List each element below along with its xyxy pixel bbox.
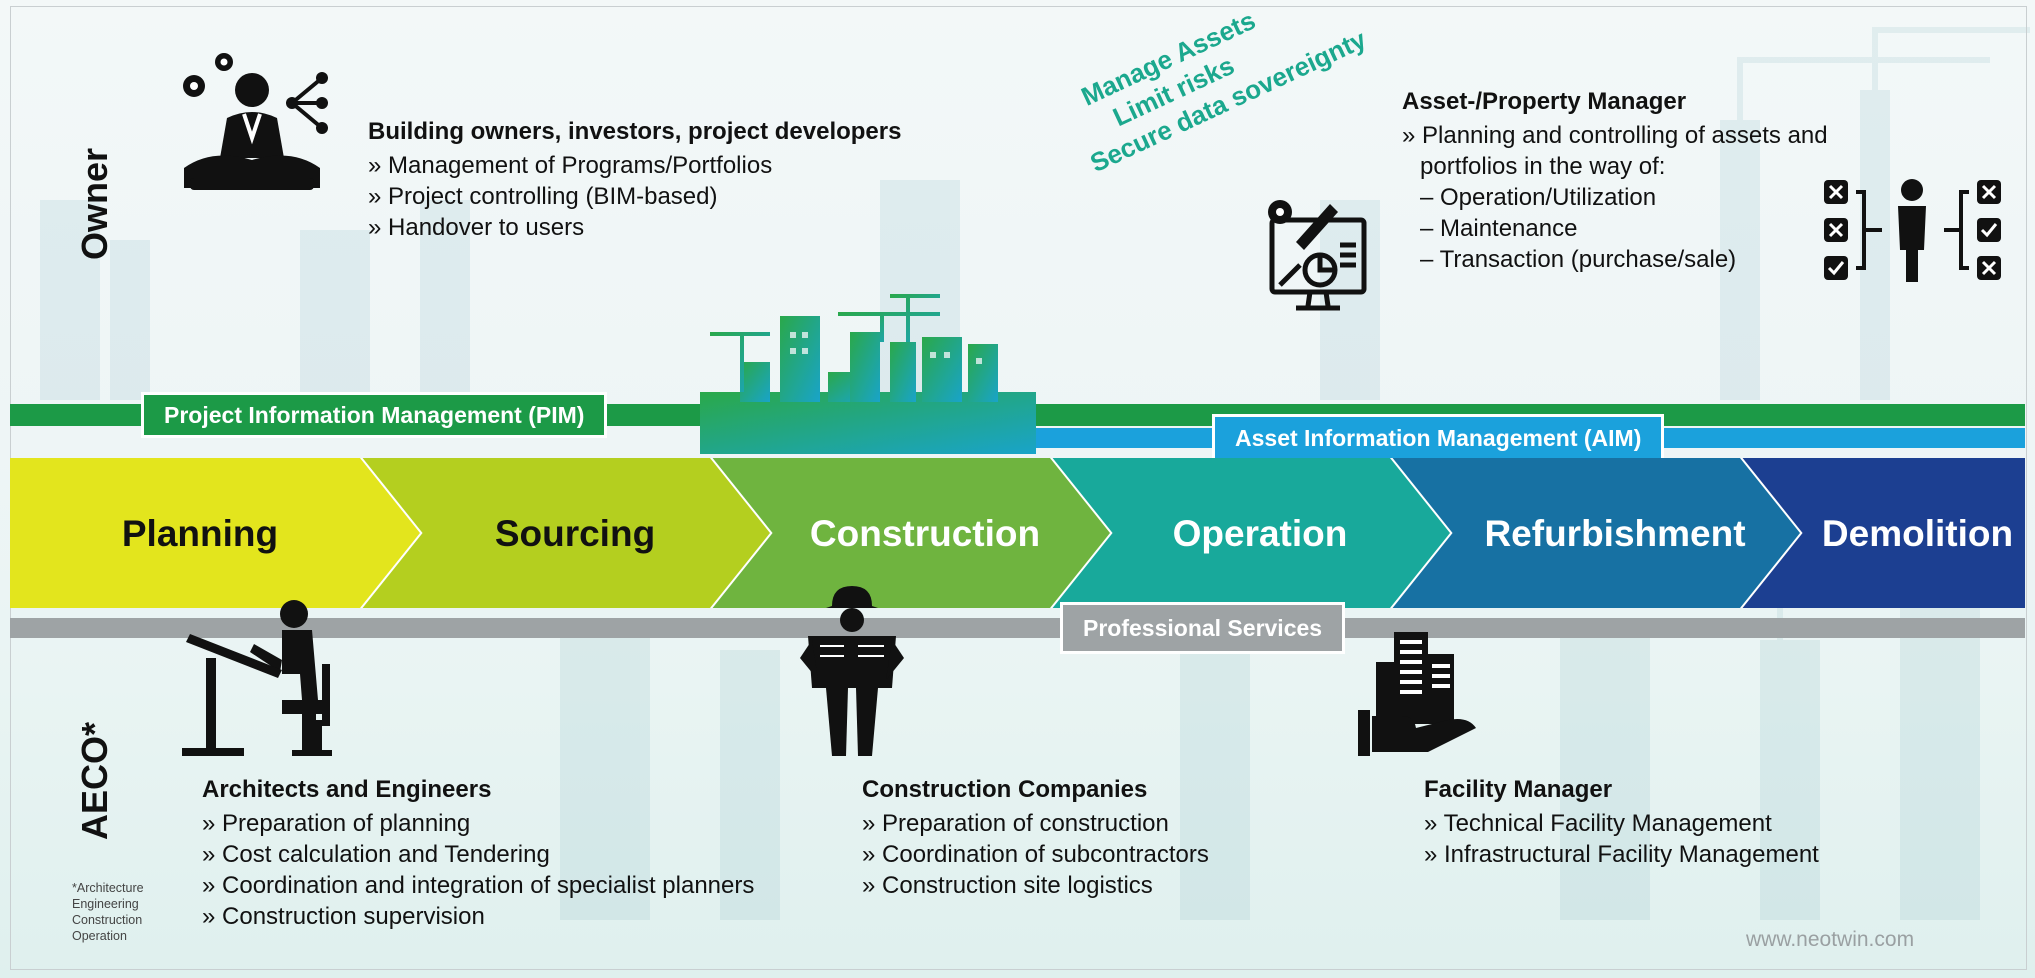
phase-chevron: [10, 458, 420, 608]
asset-manager-item: – Transaction (purchase/sale): [1420, 246, 1737, 273]
architects-item: » Cost calculation and Tendering: [202, 841, 550, 868]
city-skyline-icon: [700, 294, 1036, 454]
network-icon: [286, 72, 328, 134]
owner-item: » Project controlling (BIM-based): [368, 183, 718, 210]
asset-manager-block: Asset-/Property Manager » Planning and c…: [1402, 88, 1828, 275]
construction-companies-title: Construction Companies: [862, 776, 1148, 803]
website-url: www.neotwin.com: [1746, 928, 1915, 951]
facility-manager-item: » Technical Facility Management: [1424, 810, 1772, 837]
pim-label: Project Information Management (PIM): [141, 392, 608, 438]
phase-construction: Construction: [809, 513, 1041, 554]
architects-item: » Coordination and integration of specia…: [202, 872, 755, 899]
facility-manager-title: Facility Manager: [1424, 776, 1613, 803]
construction-companies-item: » Preparation of construction: [862, 810, 1169, 837]
construction-companies-item: » Construction site logistics: [862, 872, 1153, 899]
phase-planning: Planning: [121, 513, 279, 554]
owner-title: Building owners, investors, project deve…: [368, 118, 902, 145]
architects-item: » Construction supervision: [202, 903, 485, 930]
construction-worker-icon: [800, 586, 904, 756]
checklist-person-icon: [1824, 179, 2001, 282]
asset-manager-item: – Maintenance: [1420, 215, 1578, 242]
asset-manager-title: Asset-/Property Manager: [1402, 88, 1687, 115]
phase-operation: Operation: [1172, 513, 1348, 554]
architects-item: » Preparation of planning: [202, 810, 471, 837]
aeco-footnote: *Architecture Engineering Construction O…: [72, 880, 144, 944]
phase-demolition: Demolition: [1821, 513, 2014, 554]
monitor-analytics-icon: [1268, 200, 1367, 311]
footnote-line: Construction: [72, 913, 143, 927]
facility-manager-item: » Infrastructural Facility Management: [1424, 841, 1819, 868]
building-in-hand-icon: [1358, 632, 1476, 756]
owner-block: Building owners, investors, project deve…: [368, 118, 901, 243]
phase-sourcing: Sourcing: [494, 513, 656, 554]
architects-block: Architects and Engineers » Preparation o…: [202, 776, 754, 932]
owner-item: » Handover to users: [368, 214, 585, 241]
phase-refurbishment: Refurbishment: [1484, 513, 1746, 554]
owner-item: » Management of Programs/Portfolios: [368, 152, 773, 179]
facility-manager-block: Facility Manager » Technical Facility Ma…: [1424, 776, 1819, 870]
footnote-line: Engineering: [72, 897, 139, 911]
phase-chevron: [360, 458, 770, 608]
asset-manager-item: – Operation/Utilization: [1420, 184, 1657, 211]
aeco-side-label: AECO*: [74, 721, 115, 840]
owner-meditating-icon: [183, 53, 328, 190]
footnote-line: Operation: [72, 929, 127, 943]
construction-companies-item: » Coordination of subcontractors: [862, 841, 1209, 868]
architects-title: Architects and Engineers: [202, 776, 492, 803]
aim-label: Asset Information Management (AIM): [1212, 414, 1665, 462]
construction-companies-block: Construction Companies » Preparation of …: [862, 776, 1209, 901]
professional-services-band: [10, 618, 2025, 638]
phase-chevron: [710, 458, 1110, 608]
phase-arrows: [10, 458, 2025, 608]
asset-manager-item: portfolios in the way of:: [1420, 153, 1666, 180]
asset-manager-item: » Planning and controlling of assets and: [1402, 122, 1828, 149]
owner-side-label: Owner: [74, 147, 115, 260]
phase-chevron: [1050, 458, 1450, 608]
professional-services-label: Professional Services: [1060, 602, 1346, 654]
phase-chevron: [1390, 458, 1800, 608]
architect-drafting-icon: [182, 600, 332, 756]
phase-chevron: [1740, 458, 2025, 608]
footnote-line: *Architecture: [72, 881, 144, 895]
